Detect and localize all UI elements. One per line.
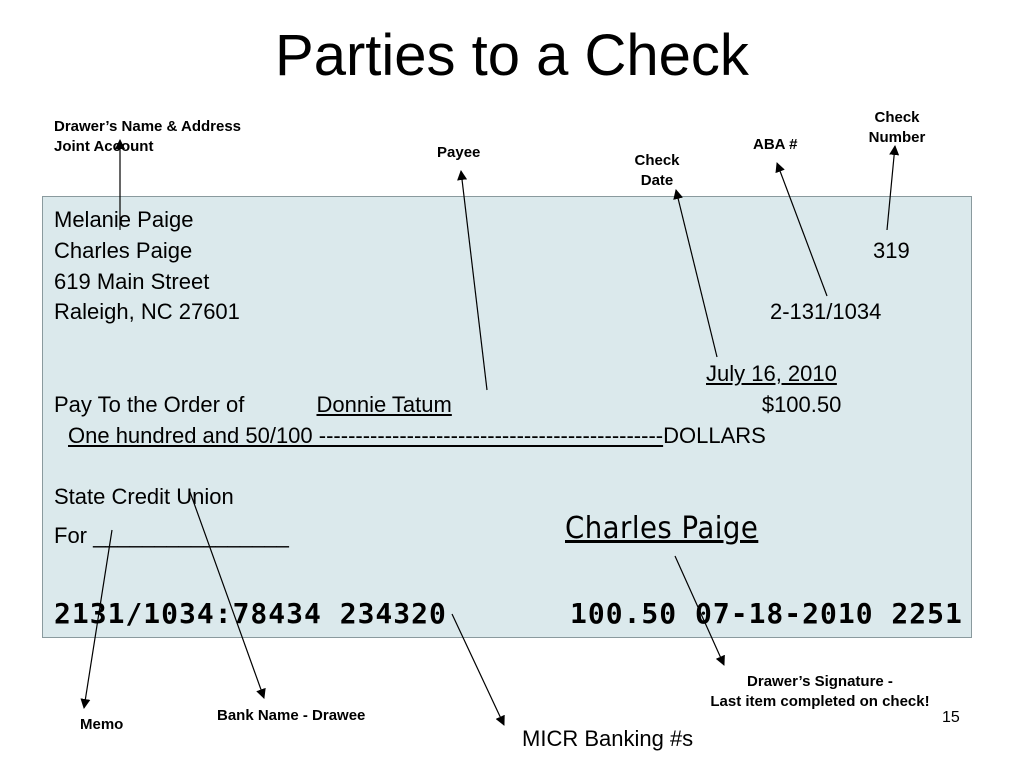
check-number-label: Check Number xyxy=(852,108,942,148)
bank-name: State Credit Union xyxy=(54,484,234,509)
micr-label: MICR Banking #s xyxy=(522,726,694,751)
memo-label: Memo xyxy=(80,716,124,733)
drawer-line4: Raleigh, NC 27601 xyxy=(54,299,240,324)
check-number-label-line1: Check xyxy=(874,109,920,126)
signature-label-line1: Drawer’s Signature - xyxy=(747,673,893,690)
check-number: 319 xyxy=(873,238,910,263)
drawer-name-label-line2: Joint Account xyxy=(54,138,154,155)
pay-to-prefix: Pay To the Order of xyxy=(54,392,251,417)
written-amount: One hundred and 50/100 -----------------… xyxy=(54,423,663,448)
page-number: 15 xyxy=(942,709,960,726)
check: Melanie Paige Charles Paige 619 Main Str… xyxy=(42,196,972,638)
for-label: For xyxy=(54,523,94,548)
check-date: July 16, 2010 xyxy=(706,361,837,386)
drawer-line1: Melanie Paige xyxy=(54,207,194,232)
bank-name-label: Bank Name - Drawee xyxy=(217,707,366,724)
for-blank: ________________ xyxy=(93,523,289,548)
drawer-name-label: Drawer’s Name & Address Joint Account xyxy=(54,117,241,157)
payee-label: Payee xyxy=(437,144,481,161)
micr-left: 2131/1034:78434 234320 xyxy=(54,597,447,630)
micr-right: 100.50 07-18-2010 2251 xyxy=(570,597,963,630)
drawer-line2: Charles Paige xyxy=(54,238,193,263)
check-date-label-line2: Date xyxy=(640,172,674,189)
check-date-label-line1: Check xyxy=(634,152,680,169)
memo-line: For ________________ xyxy=(54,523,289,549)
written-amount-line: One hundred and 50/100 -----------------… xyxy=(54,423,766,449)
written-amount-text: One hundred and 50/100 -----------------… xyxy=(68,423,664,448)
payee-name-text: Donnie Tatum xyxy=(316,392,452,417)
check-date-label: Check Date xyxy=(617,151,697,191)
aba-label: ABA # xyxy=(753,136,798,153)
pay-to-line: Pay To the Order of Donnie Tatum $100.50 xyxy=(54,392,841,418)
check-number-label-line2: Number xyxy=(868,129,926,146)
signature-label: Drawer’s Signature - Last item completed… xyxy=(690,672,950,712)
drawer-line3: 619 Main Street xyxy=(54,269,210,294)
check-amount: $100.50 xyxy=(761,392,842,417)
payee-name: Donnie Tatum xyxy=(250,392,761,417)
aba-number: 2-131/1034 xyxy=(770,299,882,324)
dollars-label: DOLLARS xyxy=(663,423,766,448)
page-title: Parties to a Check xyxy=(275,23,749,88)
signature-label-line2: Last item completed on check! xyxy=(710,693,930,710)
drawer-name-label-line1: Drawer’s Name & Address xyxy=(54,118,242,135)
drawer-signature: Charles Paige xyxy=(565,511,759,546)
